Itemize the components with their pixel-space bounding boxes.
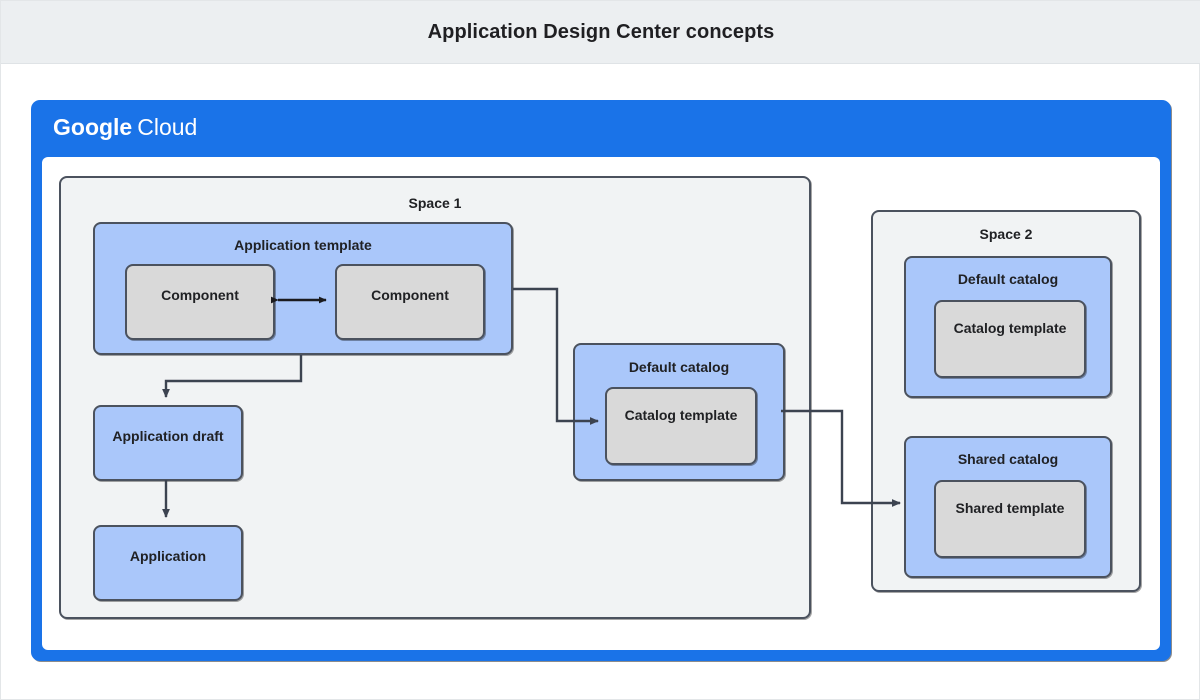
page-title: Application Design Center concepts bbox=[427, 20, 775, 43]
component-label-1: Component bbox=[161, 287, 239, 303]
space-2-shared-catalog-box[interactable]: Shared catalog Shared template bbox=[904, 436, 1112, 578]
application-draft-box[interactable]: Application draft bbox=[93, 405, 243, 481]
component-label-2: Component bbox=[371, 287, 449, 303]
space-2-catalog-template-box[interactable]: Catalog template bbox=[934, 300, 1086, 378]
google-cloud-logo-cloud: Cloud bbox=[137, 114, 198, 140]
space-2-catalog-template-label: Catalog template bbox=[953, 320, 1067, 336]
space-2-label: Space 2 bbox=[979, 226, 1033, 242]
space-1-default-catalog-box[interactable]: Default catalog Catalog template bbox=[573, 343, 785, 481]
application-template-box[interactable]: Application template Component Component bbox=[93, 222, 513, 355]
component-box-2[interactable]: Component bbox=[335, 264, 485, 340]
space-2-shared-catalog-label: Shared catalog bbox=[957, 451, 1059, 467]
component-box-1[interactable]: Component bbox=[125, 264, 275, 340]
space-1-catalog-template-box[interactable]: Catalog template bbox=[605, 387, 757, 465]
space-2-default-catalog-label: Default catalog bbox=[957, 271, 1059, 287]
space-1-catalog-template-label: Catalog template bbox=[624, 407, 738, 423]
application-label: Application bbox=[129, 548, 207, 564]
application-box[interactable]: Application bbox=[93, 525, 243, 601]
google-cloud-logo-google: Google bbox=[53, 114, 133, 140]
application-template-label: Application template bbox=[234, 237, 372, 253]
space-1-label: Space 1 bbox=[408, 195, 462, 211]
page-header: Application Design Center concepts bbox=[1, 1, 1200, 64]
space-2-default-catalog-box[interactable]: Default catalog Catalog template bbox=[904, 256, 1112, 398]
application-draft-label: Application draft bbox=[112, 428, 224, 444]
space-2-shared-template-label: Shared template bbox=[955, 500, 1065, 516]
space-2-container: Space 2 Default catalog Catalog template… bbox=[871, 210, 1141, 592]
space-2-shared-template-box[interactable]: Shared template bbox=[934, 480, 1086, 558]
space-1-container: Space 1 Application template Component C… bbox=[59, 176, 811, 619]
space-1-default-catalog-label: Default catalog bbox=[628, 359, 730, 375]
